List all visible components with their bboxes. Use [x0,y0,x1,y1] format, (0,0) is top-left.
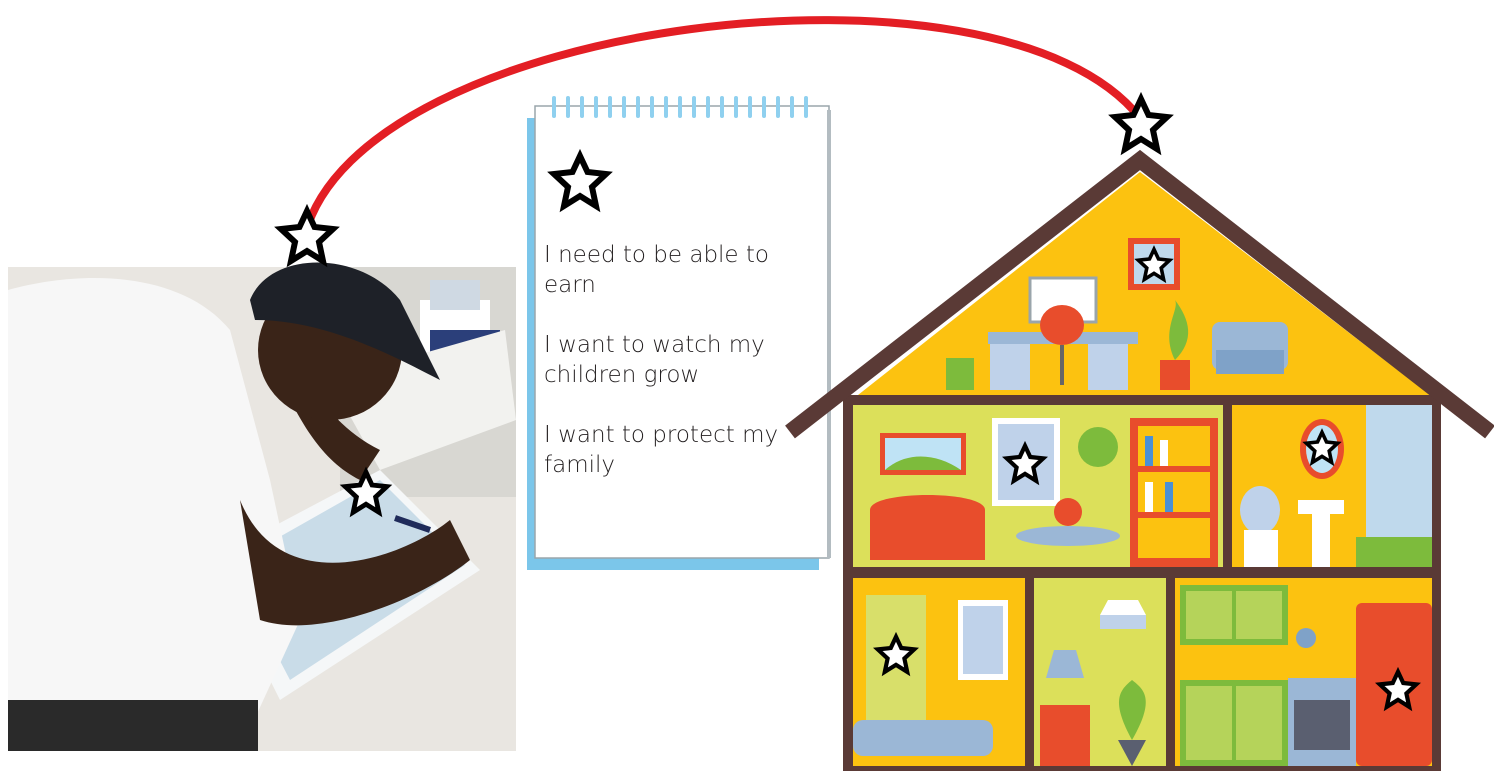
connecting-arc [301,16,1144,239]
notepad-text: I need to be able to earn I want to watc… [544,240,814,480]
house-illustration [785,149,1494,771]
star-icon [1115,99,1167,149]
photo-person-writing [8,262,516,751]
notepad-spiral [552,96,808,118]
star-icon [281,211,333,261]
notepad-line-family: I want to protect my family [544,422,779,478]
notepad-line-children: I want to watch my children grow [544,332,765,388]
notepad-line-earn: I need to be able to earn [544,242,769,298]
